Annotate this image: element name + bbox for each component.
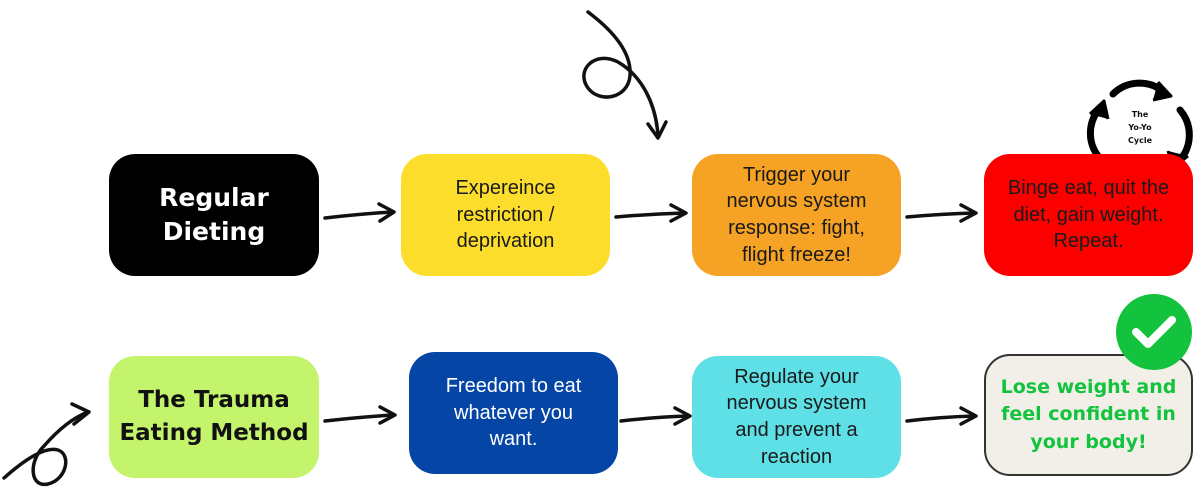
freedom-label: Freedom to eat whatever you want. [445, 375, 582, 451]
right-arrow-icon [619, 406, 692, 426]
restriction-label: Expereince restriction / deprivation [455, 177, 556, 253]
binge-result-label: Binge eat, quit the diet, gain weight. R… [1007, 177, 1170, 253]
right-arrow-icon [905, 406, 978, 426]
trauma-eating-method-box: The Trauma Eating Method [109, 356, 319, 478]
success-result-box: Lose weight and feel confident in your b… [984, 354, 1193, 476]
regular-dieting-label: Regular Dieting [159, 183, 269, 246]
trauma-eating-method-label: The Trauma Eating Method [119, 386, 309, 446]
success-result-label: Lose weight and feel confident in your b… [1000, 375, 1177, 453]
nervous-response-label: Trigger your nervous system response: fi… [726, 163, 867, 266]
right-arrow-icon [905, 203, 978, 223]
regulate-box: Regulate your nervous system and prevent… [692, 356, 901, 478]
binge-result-box: Binge eat, quit the diet, gain weight. R… [984, 154, 1193, 276]
right-arrow-icon [323, 405, 397, 425]
curly-arrow-icon [2, 402, 91, 487]
freedom-box: Freedom to eat whatever you want. [409, 352, 618, 474]
regular-dieting-box: Regular Dieting [109, 154, 319, 276]
restriction-box: Expereince restriction / deprivation [401, 154, 610, 276]
yo-yo-cycle-label: The Yo-Yo Cycle [1128, 110, 1152, 145]
checkmark-badge [1116, 294, 1192, 370]
nervous-response-box: Trigger your nervous system response: fi… [692, 154, 901, 276]
checkmark-icon [1132, 316, 1176, 348]
right-arrow-icon [323, 202, 396, 223]
regulate-label: Regulate your nervous system and prevent… [726, 365, 867, 468]
right-arrow-icon [614, 203, 688, 223]
loop-arrow-icon [582, 10, 668, 140]
